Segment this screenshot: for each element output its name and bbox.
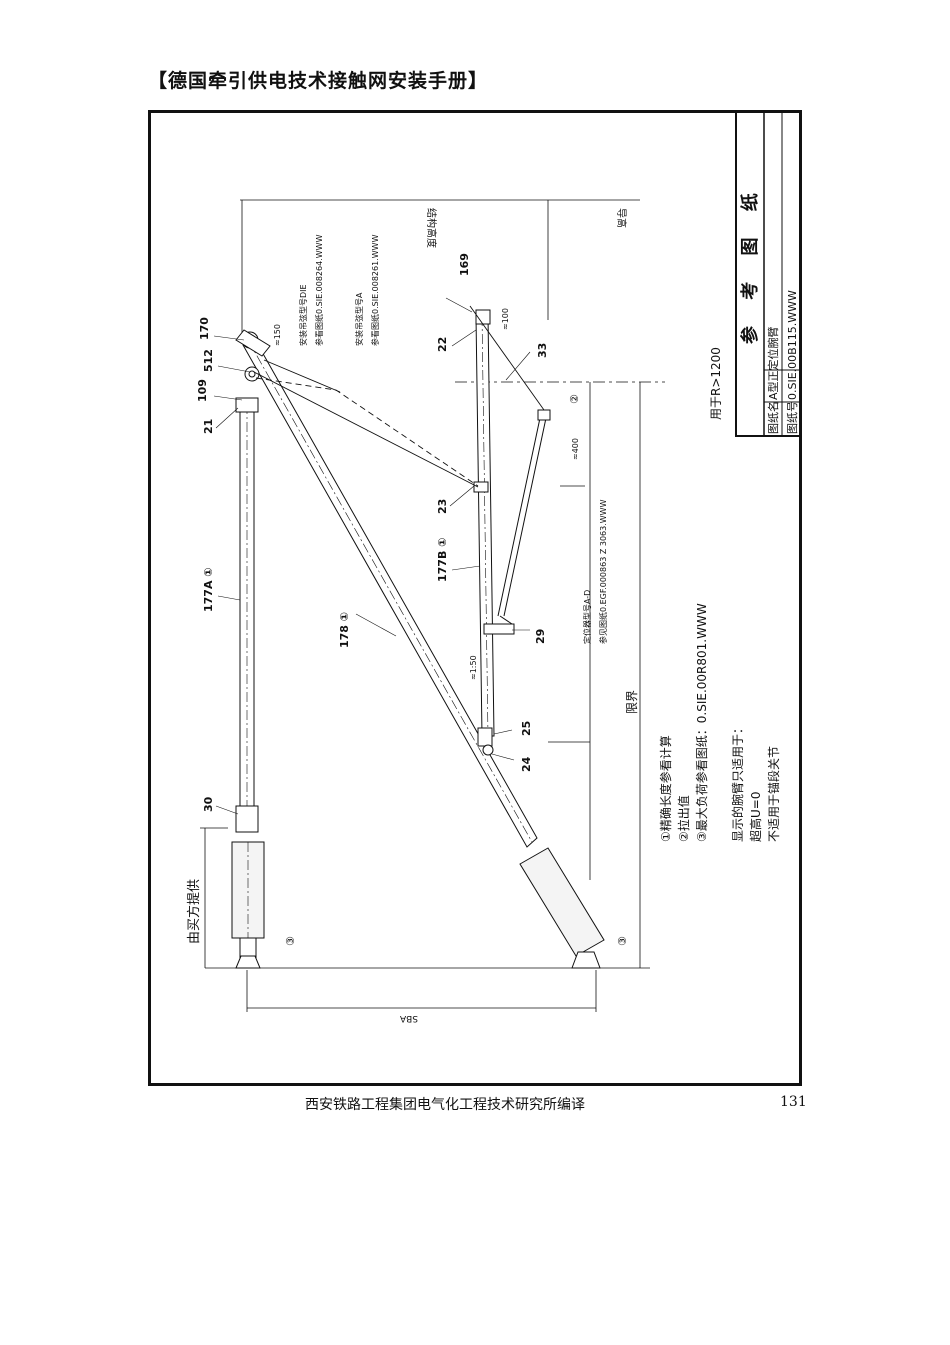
part-label-169: 169 — [458, 253, 471, 276]
part-label-22: 22 — [436, 337, 449, 352]
title-block-number-value: 0.SIE.00B115.WWW — [786, 290, 799, 400]
part-label-177b: 177B ① — [436, 538, 449, 583]
diagonal-arm — [241, 331, 605, 969]
part-label-23: 23 — [436, 499, 449, 514]
note-6: 不适用于锚段关节 — [766, 746, 781, 842]
note-1: ①精确长度参看计算 — [658, 735, 673, 842]
top-tube — [235, 329, 271, 382]
title-block-name-label: 图纸名 — [766, 401, 780, 434]
registration-ref: 参见图纸0.EGF.000863 Z 3063.WWW — [598, 499, 608, 644]
height-label: 结构高度 — [425, 208, 438, 248]
title-block-number-label: 图纸号 — [786, 401, 799, 434]
note-4: 显示的腕臂只适用于： — [730, 722, 745, 842]
callout-3-right: ③ — [616, 936, 629, 946]
part-label-170: 170 — [198, 317, 211, 340]
part-label-30: 30 — [202, 796, 215, 812]
clearance-label: 限界 — [625, 690, 639, 714]
steady-arm — [497, 409, 551, 625]
hanger-1-ref: 参看图纸0.SIE.008264.WWW — [314, 234, 324, 346]
title-block — [735, 111, 801, 437]
usage-note: 用于R>1200 — [709, 347, 723, 420]
cables — [253, 305, 545, 488]
dimension-lines — [200, 199, 665, 1012]
dim-400: ≈400 — [571, 438, 580, 460]
part-label-21: 21 — [202, 419, 215, 434]
contact-height-label: 导高 — [615, 208, 628, 228]
document-header: 【德国牵引供电技术接触网安装手册】 — [148, 70, 489, 92]
hanger-1-type: 安装吊弦型号DIE — [298, 284, 308, 346]
hanger-2-type: 安装吊弦型号A — [354, 292, 364, 346]
dim-150: ≈150 — [273, 324, 282, 346]
dim-sba: SBA — [399, 1013, 418, 1023]
supplier-label: 由买方提供 — [186, 879, 202, 944]
dim-slope: ≈1:50 — [469, 655, 478, 680]
support-tube — [473, 309, 515, 756]
note-5: 超高U=0 — [748, 792, 763, 842]
footer-caption: 西安铁路工程集团电气化工程技术研究所编译 — [305, 1097, 585, 1113]
drawing-frame — [148, 110, 802, 1086]
part-label-24: 24 — [520, 756, 533, 772]
leader-lines — [213, 297, 531, 815]
page-number: 131 — [780, 1094, 807, 1110]
hanger-2-ref: 参看图纸0.SIE.008261.WWW — [370, 234, 380, 346]
part-label-33: 33 — [536, 343, 549, 358]
callout-3-left: ③ — [284, 936, 297, 946]
note-3: ③最大负荷参看图纸：0.SIE.00R801.WWW — [694, 603, 709, 842]
callout-2: ② — [568, 394, 581, 404]
part-label-178: 178 ① — [338, 612, 351, 648]
part-label-109: 109 — [196, 379, 209, 402]
part-label-177a: 177A ① — [202, 567, 215, 612]
title-block-heading: 参 考 图 纸 — [739, 183, 761, 344]
vertical-strut — [231, 397, 265, 969]
registration-type: 定位器型号A-D — [582, 590, 592, 644]
part-label-29: 29 — [534, 629, 547, 644]
title-block-name-value: A型正定位腕臂 — [766, 326, 780, 400]
note-2: ②拉出值 — [676, 795, 691, 842]
part-label-512: 512 — [202, 349, 215, 372]
part-label-25: 25 — [520, 721, 533, 736]
dim-100: ≈100 — [501, 308, 510, 330]
